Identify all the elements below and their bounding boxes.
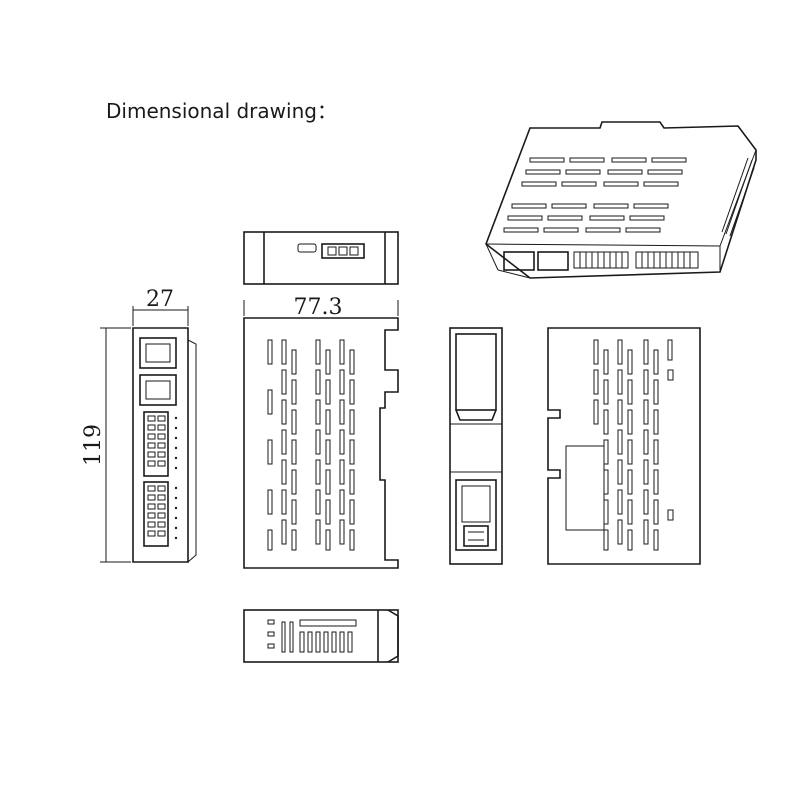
dimension-height: 119: [81, 327, 131, 563]
top-view: [243, 231, 399, 285]
dimension-width-label: 27: [146, 287, 174, 312]
dimension-height-label: 119: [81, 424, 106, 466]
bottom-view: [243, 609, 399, 663]
usb-port-icon: [297, 243, 317, 253]
drawing-title: Dimensional drawing：: [106, 99, 337, 123]
dimension-width: 27: [132, 287, 189, 326]
terminal-connector-icon: [321, 243, 365, 259]
din-clip-top: [455, 333, 497, 411]
ethernet-port-1-icon: [139, 337, 177, 369]
dimension-length-label: 77.3: [294, 295, 343, 320]
side-view: [243, 317, 399, 569]
iso-ethernet-port-2-icon: [537, 251, 569, 271]
ethernet-port-2-icon: [139, 374, 177, 406]
terminal-block-2: [143, 481, 169, 547]
isometric-view: [485, 121, 757, 279]
dimension-length: 77.3: [243, 295, 399, 320]
side-view-right: [547, 327, 701, 565]
back-view: [449, 327, 503, 565]
front-view: [132, 327, 197, 563]
iso-ethernet-port-1-icon: [503, 251, 535, 271]
terminal-block-1: [143, 411, 169, 477]
label-area: [565, 445, 605, 531]
din-clip-bottom: [455, 479, 497, 551]
